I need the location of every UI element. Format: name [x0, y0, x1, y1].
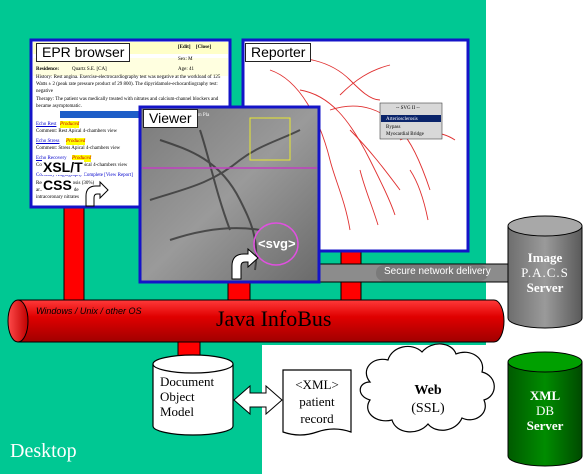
reporter-menu-header: -- SVG II --: [396, 106, 420, 111]
epr-history: History: Rest angina. Exercise-electroca…: [36, 75, 221, 94]
java-infobus: [7, 299, 505, 343]
xml-record-label: <XML> patient record: [283, 376, 351, 427]
web-line-1: Web: [414, 383, 442, 398]
epr-therapy: Therapy: The patient was medically treat…: [36, 97, 219, 109]
xml-record-line-1: <XML>: [295, 377, 339, 392]
reporter-title: Reporter: [245, 43, 312, 62]
dom-line-2: Object: [160, 389, 195, 404]
infobus-label: Java InfoBus: [216, 306, 332, 331]
xml-db-server: [507, 351, 583, 467]
reporter-menu-myocardial-bridge[interactable]: Myocardial Bridge: [386, 132, 424, 137]
dom-xml-double-arrow: [233, 384, 283, 416]
reporter-menu-arteriosclerosis[interactable]: Arteriosclerosis: [386, 117, 418, 122]
dom-label: Document Object Model: [160, 374, 230, 419]
network-label: Secure network delivery: [384, 266, 491, 277]
dom-line-3: Model: [160, 404, 194, 419]
xml-server-line-1: XML: [529, 388, 561, 403]
image-server-line-1: Image: [527, 250, 563, 265]
dom-cylinder: [152, 354, 234, 436]
epr-status-stress: Produced: [66, 138, 86, 145]
viewer-title: Viewer: [143, 109, 198, 128]
xml-patient-record: [282, 369, 352, 436]
xml-server-line-2: DB: [535, 403, 555, 418]
transform-arrow: [85, 180, 109, 207]
xml-record-line-2: patient: [299, 394, 335, 409]
epr-header-edit[interactable]: [Edit]: [178, 45, 191, 50]
epr-browser-title: EPR browser: [36, 43, 131, 62]
epr-age: Age: 41: [178, 67, 194, 72]
reporter-context-menu[interactable]: [379, 102, 443, 140]
epr-link-echo-recovery[interactable]: Echo Recovery: [36, 156, 67, 161]
epr-sex: Sex: M: [178, 57, 193, 62]
epr-comment-stress: Comment: Stress Apical 4-chambers view: [36, 146, 121, 151]
epr-link-echo-rest[interactable]: Echo Rest: [36, 122, 57, 127]
svg-label: <svg>: [258, 236, 296, 251]
web-cloud: [359, 343, 495, 433]
viewer-window[interactable]: [138, 105, 321, 284]
epr-residence-value: Quartz S.E. [CA]: [72, 67, 107, 72]
epr-residence-label: Residence:: [36, 67, 60, 72]
epr-header-close[interactable]: [Close]: [196, 45, 211, 50]
infobus-os-label: Windows / Unix / other OS: [36, 306, 142, 316]
xml-server-line-3: Server: [526, 418, 564, 433]
reporter-menu-bypass[interactable]: Bypass: [386, 125, 401, 130]
css-label: CSS: [42, 177, 73, 193]
web-line-2: (SSL): [411, 401, 445, 416]
dom-line-1: Document: [160, 374, 215, 389]
epr-link-echo-stress[interactable]: Echo Stress: [36, 139, 60, 144]
image-pacs-server: [507, 215, 583, 329]
image-server-label: Image P.A.C.S Server: [508, 250, 582, 295]
epr-coronary-angiography[interactable]: Coronary Angiography Complete [View Repo…: [36, 173, 133, 178]
epr-status-recovery: Produced: [72, 155, 92, 162]
web-cloud-label: Web (SSL): [398, 382, 458, 418]
xml-server-label: XML DB Server: [508, 388, 582, 433]
image-server-line-3: Server: [526, 280, 564, 295]
epr-comment-rest: Comment: Rest Apical 4-chambers view: [36, 129, 118, 134]
image-server-line-2: P.A.C.S: [521, 265, 569, 280]
xslt-label: XSL/T: [42, 159, 84, 175]
desktop-label: Desktop: [10, 440, 77, 462]
epr-bottom-line-3: intracoronary nitrates: [36, 195, 79, 200]
svg-render-arrow: [231, 247, 259, 280]
epr-status-rest: Produced: [60, 121, 80, 128]
angiogram-image: [149, 129, 301, 271]
xml-record-line-3: record: [300, 411, 334, 426]
epr-exam-bar: Exam Pla: [190, 113, 210, 118]
